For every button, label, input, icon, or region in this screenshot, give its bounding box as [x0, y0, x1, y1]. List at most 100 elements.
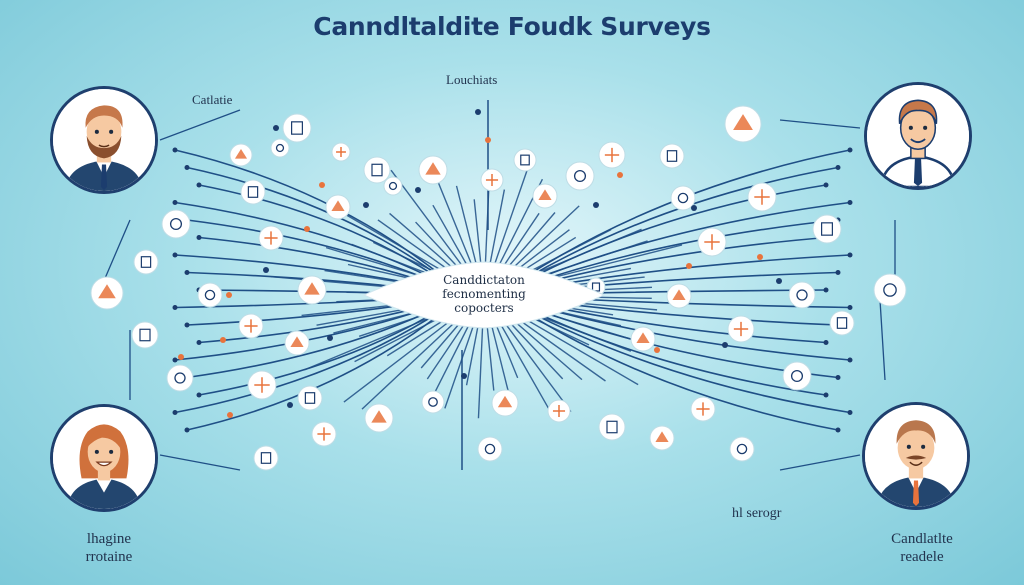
avatar-connector	[160, 455, 240, 470]
fan-dot-left	[185, 428, 190, 433]
avatar-top-left	[50, 86, 158, 194]
accent-dot	[722, 342, 728, 348]
icon-node	[660, 144, 684, 168]
fan-dot-left	[185, 270, 190, 275]
hub-line-1: Canddictaton	[362, 274, 606, 287]
avatar-connector	[880, 300, 885, 380]
fan-dot-left	[173, 200, 178, 205]
accent-dot	[654, 347, 660, 353]
icon-node	[671, 186, 695, 210]
fan-dot-right	[836, 165, 841, 170]
accent-dot	[776, 278, 782, 284]
icon-node	[298, 386, 322, 410]
accent-dot	[273, 125, 279, 131]
avatar-bottom-right	[862, 402, 970, 510]
accent-dot	[461, 373, 467, 379]
diagram-title: Canndltaldite Foudk Surveys	[0, 12, 1024, 41]
accent-dot	[304, 226, 310, 232]
fan-dot-right	[824, 288, 829, 293]
accent-dot	[757, 254, 763, 260]
label-bottom-right-line1: Candlatlte	[862, 530, 982, 548]
fan-dot-right	[848, 253, 853, 258]
fan-dot-right	[836, 428, 841, 433]
accent-dot	[485, 137, 491, 143]
label-top-center: Louchiats	[446, 72, 497, 88]
fan-dot-left	[197, 183, 202, 188]
accent-dot	[287, 402, 293, 408]
accent-dot	[363, 202, 369, 208]
icon-node	[132, 322, 158, 348]
icon-node	[783, 362, 811, 390]
central-hub-box: Canddictaton fecnomenting copocters	[362, 258, 606, 332]
label-bottom-left-line2: rrotaine	[54, 548, 164, 566]
fan-dot-right	[824, 393, 829, 398]
fan-dot-right	[824, 183, 829, 188]
man-avatar-icon	[867, 85, 969, 187]
accent-dot	[319, 182, 325, 188]
accent-dot	[691, 205, 697, 211]
label-bottom-right-line2: readele	[862, 548, 982, 566]
avatar-connector	[160, 110, 240, 140]
hub-line-2: fecnomenting	[362, 288, 606, 301]
accent-dot	[327, 335, 333, 341]
accent-dot	[263, 267, 269, 273]
accent-dot	[415, 187, 421, 193]
icon-node	[830, 311, 854, 335]
accent-dot	[617, 172, 623, 178]
icon-node	[283, 114, 311, 142]
woman-avatar-icon	[53, 407, 155, 509]
accent-dot	[686, 263, 692, 269]
fan-dot-right	[848, 358, 853, 363]
label-bottom-left: lhagine rrotaine	[54, 530, 164, 566]
accent-dot	[178, 354, 184, 360]
fan-dot-right	[848, 305, 853, 310]
fan-dot-left	[173, 253, 178, 258]
fan-dot-right	[836, 375, 841, 380]
fan-dot-right	[848, 148, 853, 153]
fan-dot-left	[197, 235, 202, 240]
icon-node	[271, 139, 289, 157]
icon-node	[566, 162, 594, 190]
icon-node	[167, 365, 193, 391]
fan-dot-left	[185, 165, 190, 170]
icon-node	[478, 437, 502, 461]
fan-dot-left	[173, 148, 178, 153]
label-bottom-right: Candlatlte readele	[862, 530, 982, 566]
icon-node	[813, 215, 841, 243]
fan-dot-right	[836, 270, 841, 275]
avatar-top-right	[864, 82, 972, 190]
man-beard-avatar-icon	[53, 89, 155, 191]
accent-dot	[226, 292, 232, 298]
icon-node	[514, 149, 536, 171]
avatar-connector	[780, 455, 860, 470]
label-top-left: Catlatie	[192, 92, 232, 108]
fan-dot-left	[173, 305, 178, 310]
accent-dot	[475, 109, 481, 115]
fan-dot-left	[173, 358, 178, 363]
accent-dot	[227, 412, 233, 418]
icon-node	[599, 414, 625, 440]
icon-node	[364, 157, 390, 183]
icon-node	[162, 210, 190, 238]
icon-node	[384, 177, 402, 195]
icon-node	[874, 274, 906, 306]
fan-dot-right	[848, 200, 853, 205]
fan-dot-left	[197, 393, 202, 398]
fan-dot-right	[848, 410, 853, 415]
icon-node	[730, 437, 754, 461]
label-bottom-center: hl serogr	[732, 506, 781, 522]
icon-node	[198, 283, 222, 307]
accent-dot	[220, 337, 226, 343]
icon-node	[789, 282, 815, 308]
avatar-connector	[780, 120, 860, 128]
icon-node	[254, 446, 278, 470]
fan-dot-right	[824, 340, 829, 345]
fan-dot-left	[197, 340, 202, 345]
avatar-bottom-left	[50, 404, 158, 512]
accent-dot	[593, 202, 599, 208]
fan-dot-left	[173, 410, 178, 415]
hub-line-3: copocters	[362, 302, 606, 315]
icon-node	[422, 391, 444, 413]
icon-node	[241, 180, 265, 204]
